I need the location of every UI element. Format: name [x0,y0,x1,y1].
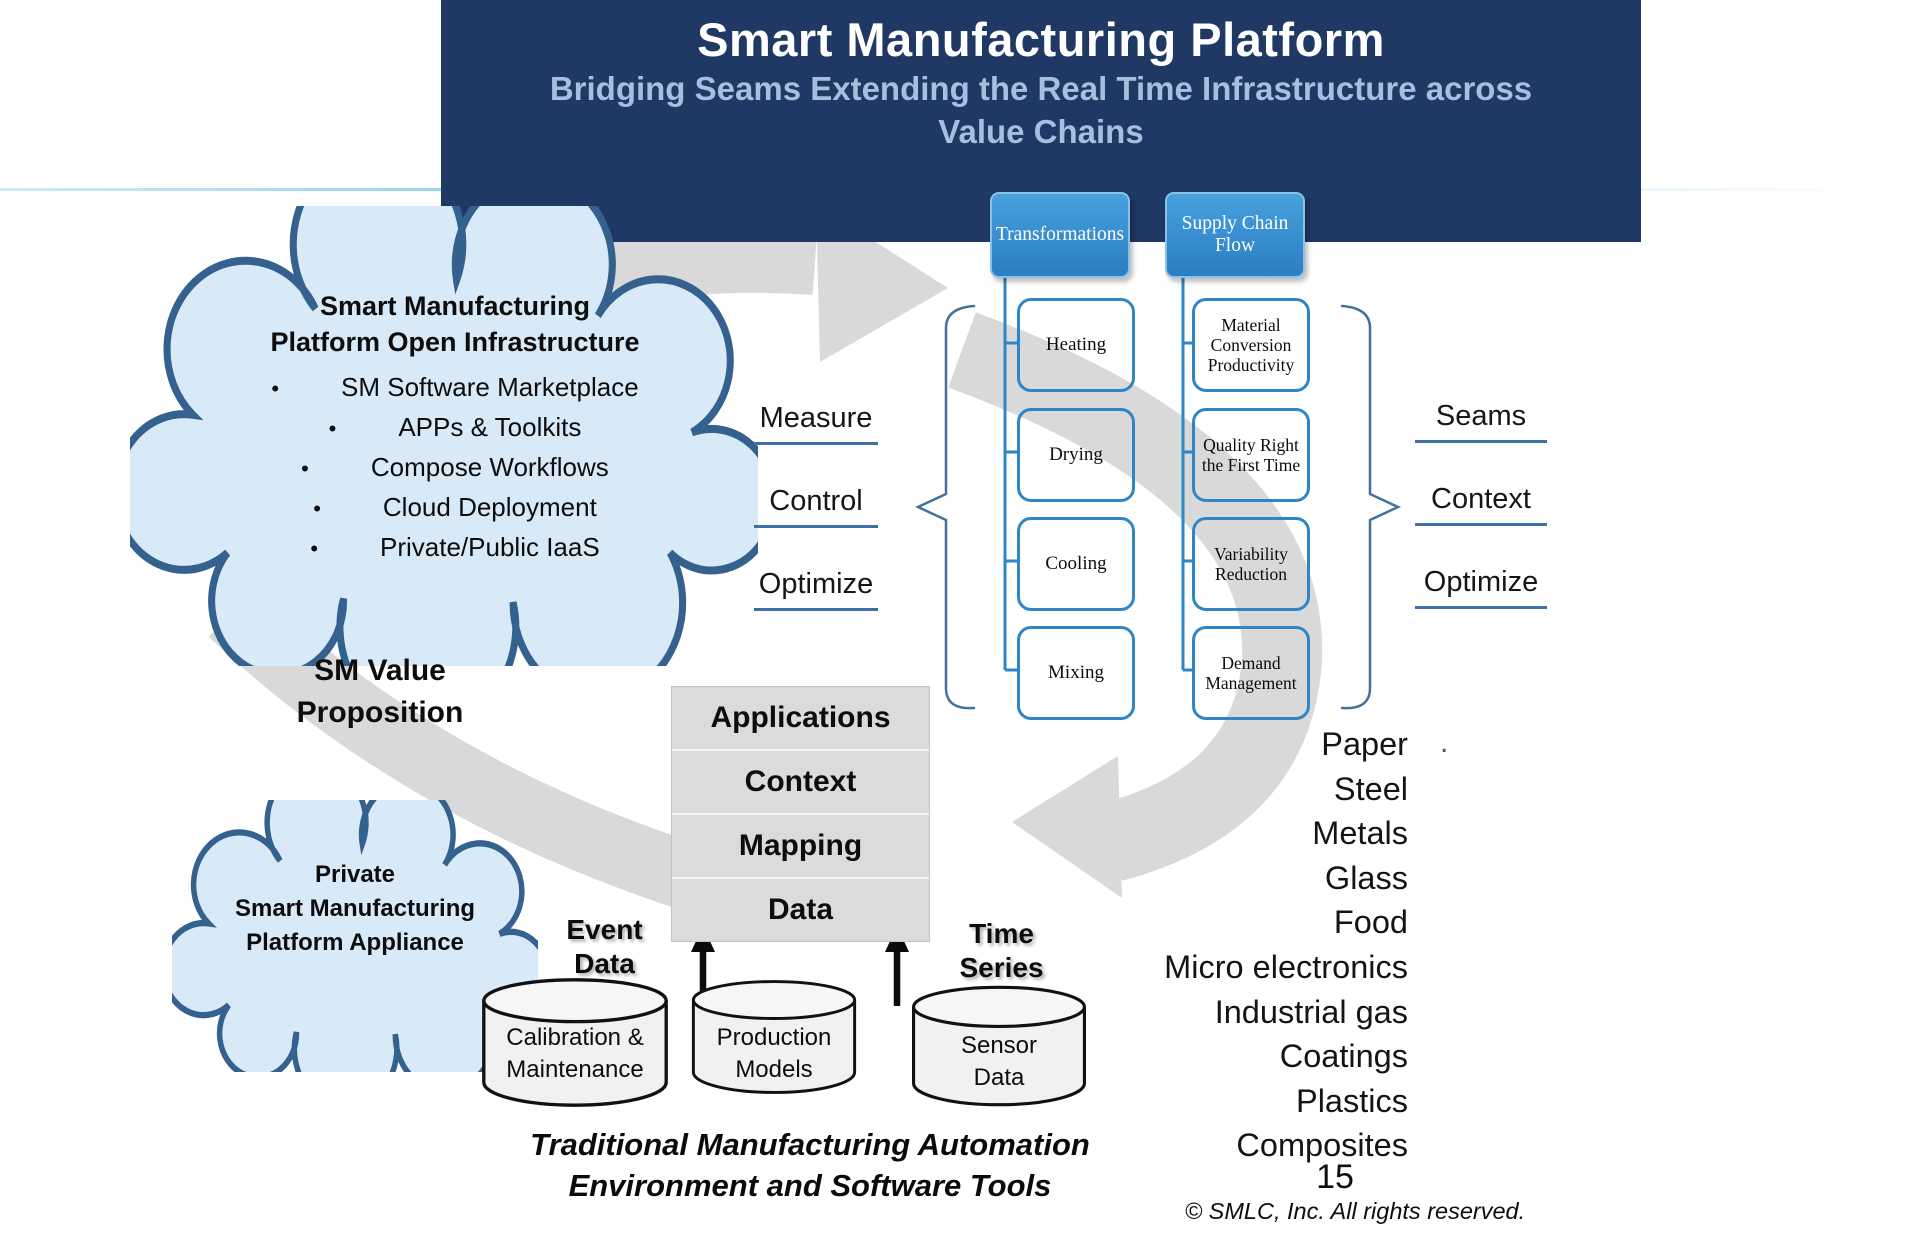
event-data-label: Event Data [566,914,643,979]
mixing-box: Mixing [1017,626,1135,720]
control-text: Control [769,485,863,517]
list-item: • Cloud Deployment [170,488,740,528]
list-item: Metals [1312,815,1408,852]
copyright-notice: © SMLC, Inc. All rights reserved. [1184,1198,1526,1224]
slide-subtitle-line2: Value Chains [938,113,1144,150]
underline [754,442,878,445]
calibration-maintenance-label: Calibration & Maintenance [506,1024,644,1083]
bullet-icon: • [271,376,280,401]
bullet-text: APPs & Toolkits [398,412,582,442]
production-models-label: Production Models [716,1024,832,1083]
slide-subtitle-line1: Bridging Seams Extending the Real Time I… [549,70,1533,107]
slide-title: Smart Manufacturing Platform [697,13,1385,66]
underline [1415,523,1547,526]
production-models-cylinder-icon [691,980,857,1094]
optimize-right-text: Optimize [1423,566,1539,598]
page-number: 15 [1316,1158,1354,1196]
list-item: Steel [1333,770,1408,807]
time-series-label: Time Series [959,918,1044,983]
list-item: • APPs & Toolkits [170,408,740,448]
bullet-text: Private/Public IaaS [380,532,600,562]
sensor-data-cylinder-icon [912,985,1086,1107]
cloud-title-line1: Smart Manufacturing [319,291,591,321]
list-item: Composites [1236,1127,1408,1164]
list-item: Industrial gas [1214,993,1408,1030]
caption-line2: Environment and Software Tools [568,1168,1052,1203]
right-brace-icon [1340,304,1401,710]
list-item: Paper [1321,726,1408,762]
underline [754,525,878,528]
left-brace-icon [915,304,976,710]
list-item: • Private/Public IaaS [170,528,740,568]
platform-stack: Applications Context Mapping Data [671,686,930,942]
bottom-caption: Traditional Manufacturing Automation Env… [480,1124,1140,1206]
stray-dot: . [1440,726,1449,759]
list-item: Glass [1324,859,1408,896]
seams-text: Seams [1435,400,1527,432]
bullet-icon: • [328,416,337,441]
list-item: Coatings [1279,1038,1408,1075]
stack-layer-context: Context [672,751,929,815]
supply-chain-flow-header: Supply Chain Flow [1165,192,1305,278]
transformations-header: Transformations [990,192,1130,278]
bullet-text: Cloud Deployment [382,492,597,522]
underline [1415,606,1547,609]
stack-layer-mapping: Mapping [672,815,929,879]
industries-list: Paper Steel Metals Glass Food Micro elec… [1048,722,1408,1168]
context-label: Context [1406,483,1556,526]
bullet-icon: • [310,536,319,561]
open-infrastructure-cloud-text: Smart Manufacturing Platform Open Infras… [170,288,740,568]
seams-label: Seams [1406,400,1556,443]
list-item: Plastics [1296,1082,1408,1119]
bullet-text: Compose Workflows [370,452,609,482]
sm-value-proposition-label: SM Value Proposition [296,654,464,729]
bullet-icon: • [313,496,321,521]
list-item: • Compose Workflows [170,448,740,488]
underline [754,608,878,611]
material-conversion-box: Material Conversion Productivity [1192,298,1310,392]
caption-line1: Traditional Manufacturing Automation [530,1127,1090,1162]
cloud-title-line2: Platform Open Infrastructure [270,327,640,357]
stack-layer-data: Data [767,893,834,926]
private-appliance-cloud-text: Private Smart Manufacturing Platform App… [234,861,476,956]
drying-box: Drying [1017,408,1135,502]
context-text: Context [1431,483,1531,515]
title-banner: Smart Manufacturing Platform Bridging Se… [441,0,1641,242]
control-label: Control [741,485,891,528]
bullet-icon: • [301,456,309,481]
calibration-maintenance-cylinder-icon [482,978,668,1107]
list-item: Micro electronics [1164,948,1408,985]
cloud-bullet-list: •SM Software Marketplace •APPs & Toolkit… [170,368,740,568]
demand-management-box: Demand Management [1192,626,1310,720]
list-item: • SM Software Marketplace [170,368,740,408]
optimize-left-text: Optimize [758,568,874,600]
heating-box: Heating [1017,298,1135,392]
variability-reduction-box: Variability Reduction [1192,517,1310,611]
measure-text: Measure [759,402,873,434]
stack-layer-applications: Applications [672,687,929,751]
measure-label: Measure [741,402,891,445]
underline [1415,440,1547,443]
bullet-text: SM Software Marketplace [341,372,639,402]
list-item: Food [1333,904,1408,941]
sensor-data-label: Sensor Data [960,1032,1038,1091]
quality-right-box: Quality Right the First Time [1192,408,1310,502]
optimize-left-label: Optimize [741,568,891,611]
optimize-right-label: Optimize [1406,566,1556,609]
cooling-box: Cooling [1017,517,1135,611]
